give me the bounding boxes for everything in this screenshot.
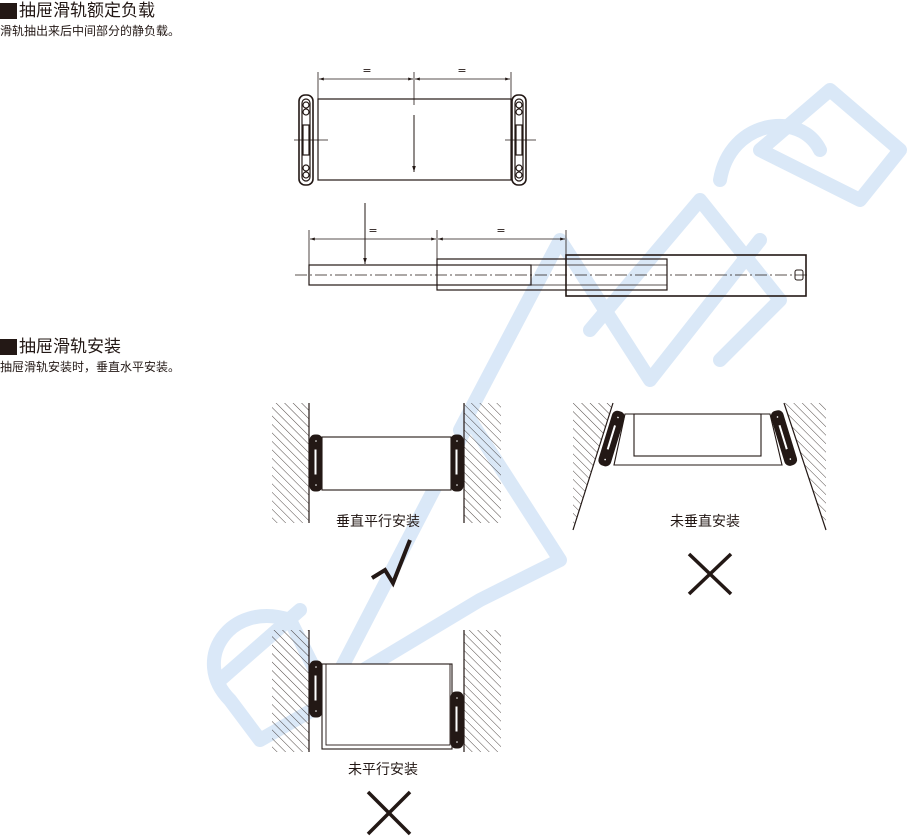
section-title-text: 抽屉滑轨安装 [19, 337, 121, 357]
caption-not-parallel: 未平行安装 [348, 762, 418, 778]
svg-text:=: = [362, 64, 371, 77]
section-description-installation: 抽屉滑轨安装时，垂直水平安装。 [0, 360, 181, 374]
svg-text:=: = [368, 224, 377, 237]
check-mark-icon [370, 539, 412, 588]
section-title-rated-load: 抽屉滑轨额定负载 [0, 1, 155, 21]
install-diagram-correct [272, 403, 501, 523]
svg-text:=: = [496, 224, 505, 237]
section-description-rated-load: 滑轨抽出来后中间部分的静负载。 [0, 24, 181, 38]
svg-text:=: = [457, 64, 466, 77]
dimension-labels: = = = = [362, 64, 505, 237]
install-diagram-not-vertical [572, 402, 827, 531]
front-view-diagram [294, 72, 536, 186]
caption-not-vertical: 未垂直安装 [670, 514, 740, 530]
square-bullet-icon [0, 339, 17, 355]
side-view-diagram [295, 203, 808, 297]
cross-mark-icon [687, 552, 733, 596]
square-bullet-icon [0, 3, 17, 19]
section-title-text: 抽屉滑轨额定负载 [19, 1, 155, 21]
caption-correct-install: 垂直平行安装 [336, 514, 420, 530]
cross-mark-icon [366, 790, 412, 836]
section-title-installation: 抽屉滑轨安装 [0, 337, 121, 357]
install-diagram-not-parallel [272, 630, 501, 752]
